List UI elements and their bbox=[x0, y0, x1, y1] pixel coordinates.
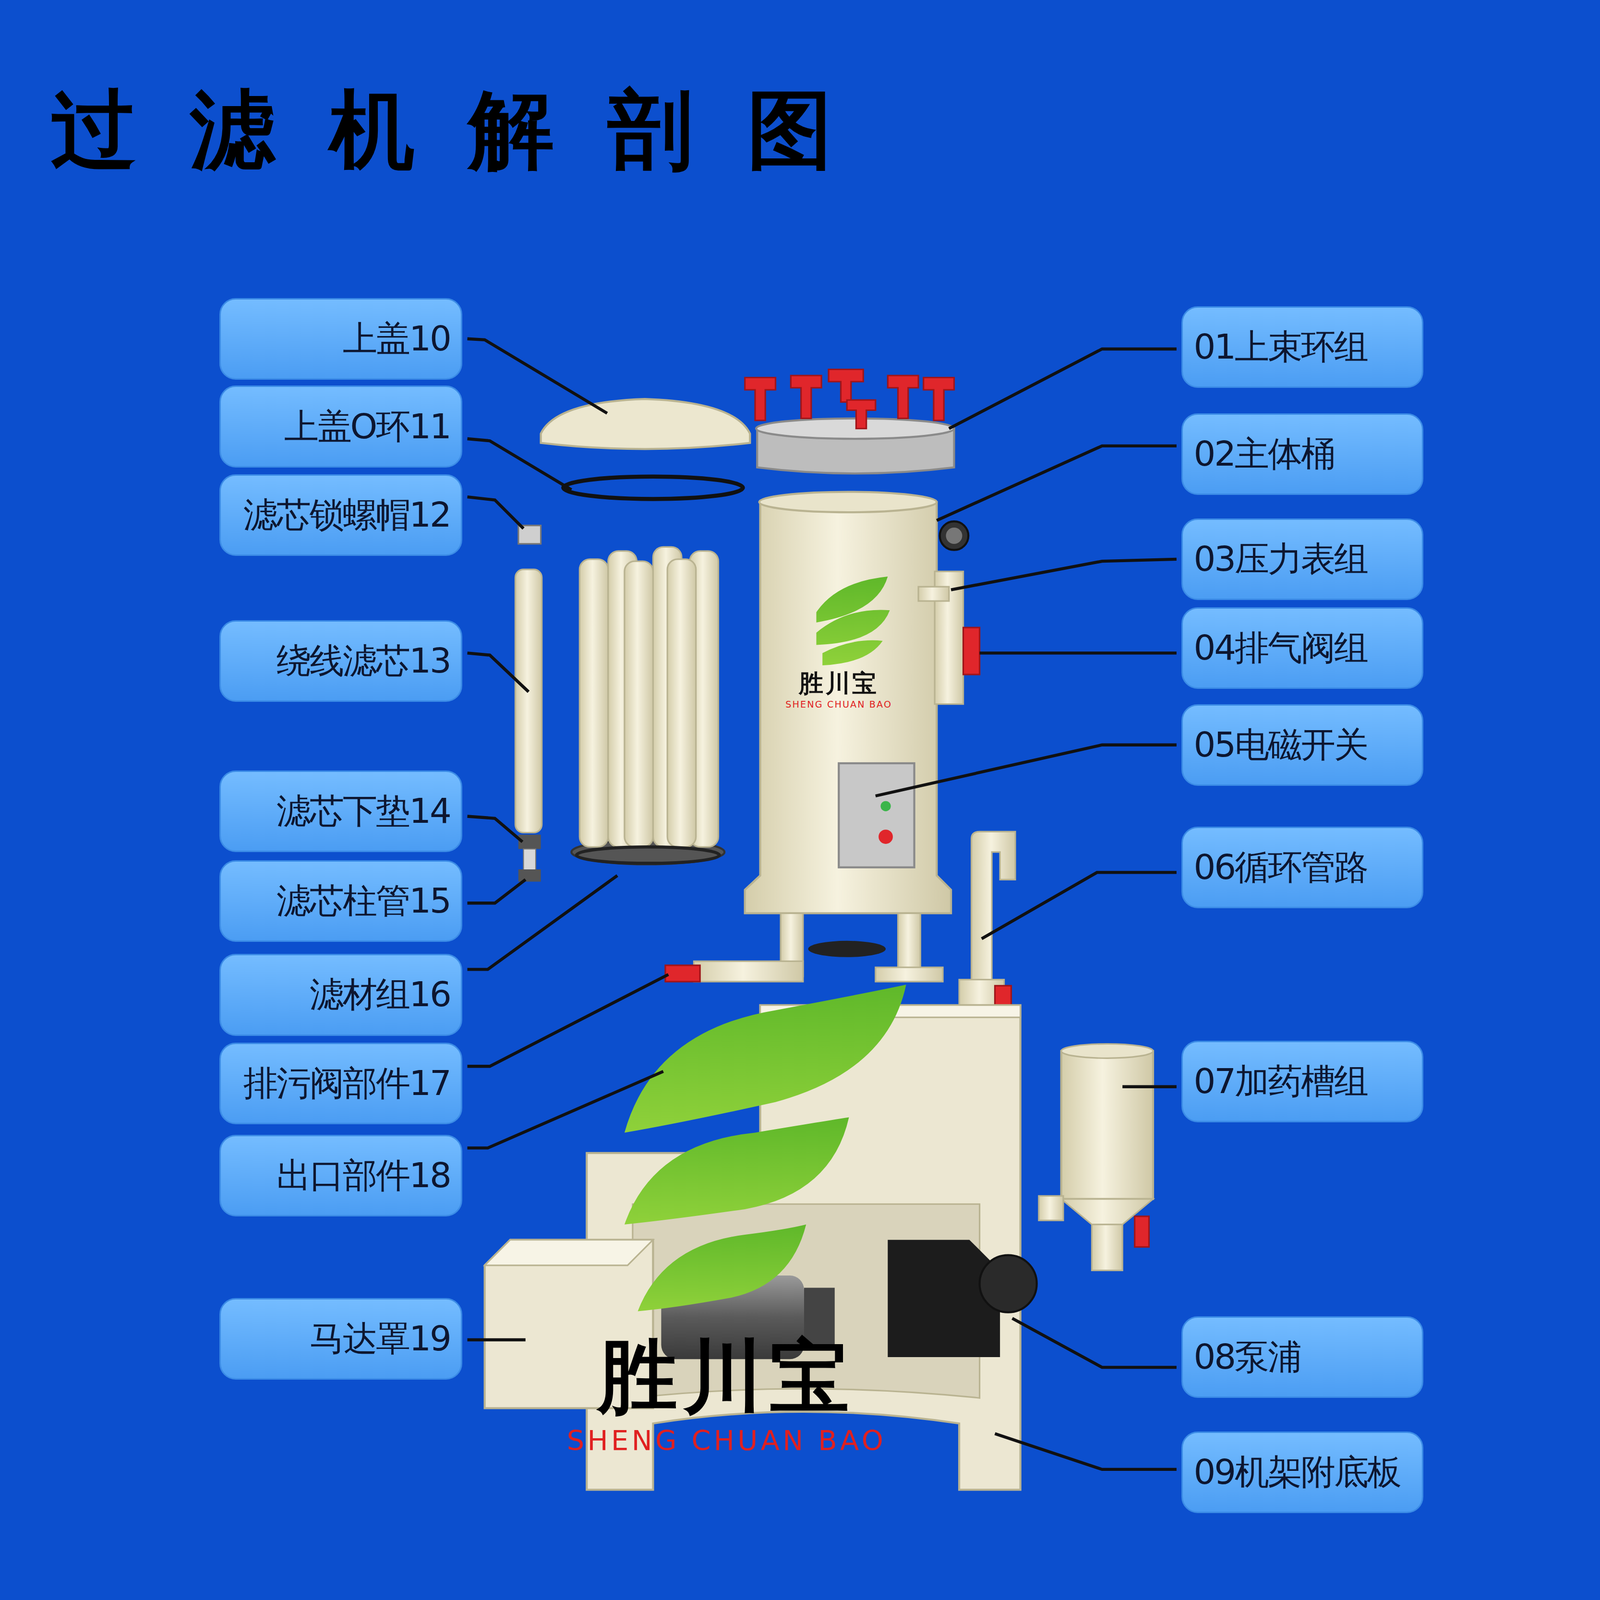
part-label: 滤芯柱管15 bbox=[276, 878, 451, 925]
part-label-box: 滤芯下垫14 bbox=[219, 770, 463, 853]
part-label-box: 08泵浦 bbox=[1181, 1316, 1424, 1398]
filter-cartridge-group bbox=[571, 546, 725, 865]
dosing-tank bbox=[1038, 1044, 1154, 1271]
part-label: 05电磁开关 bbox=[1193, 721, 1368, 769]
lid bbox=[541, 398, 751, 449]
part-label: 滤材组16 bbox=[309, 971, 451, 1018]
part-label: 06循环管路 bbox=[1193, 844, 1368, 891]
part-label: 上盖O环11 bbox=[284, 403, 451, 450]
clamp-ring bbox=[745, 369, 955, 474]
o-ring bbox=[563, 476, 743, 500]
part-label: 排污阀部件17 bbox=[243, 1060, 451, 1107]
part-label: 绕线滤芯13 bbox=[276, 637, 451, 685]
part-label-box: 07加药槽组 bbox=[1181, 1040, 1424, 1123]
part-label: 上盖10 bbox=[342, 315, 451, 362]
pressure-gauge bbox=[918, 521, 980, 704]
main-barrel bbox=[745, 492, 951, 914]
wound-cartridge bbox=[515, 569, 542, 882]
part-label-box: 09机架附底板 bbox=[1181, 1431, 1424, 1514]
logo-leaves bbox=[624, 984, 907, 1312]
part-label: 滤芯下垫14 bbox=[276, 788, 451, 835]
watermark: 胜川宝 bbox=[798, 667, 879, 701]
watermark: SHENG CHUAN BAO bbox=[566, 1424, 887, 1457]
part-label-box: 滤材组16 bbox=[219, 953, 463, 1036]
part-label-box: 上盖O环11 bbox=[219, 385, 463, 468]
part-label: 07加药槽组 bbox=[1193, 1058, 1368, 1105]
part-label-box: 03压力表组 bbox=[1181, 518, 1424, 601]
part-label: 04排气阀组 bbox=[1193, 625, 1368, 672]
part-label-box: 绕线滤芯13 bbox=[219, 620, 463, 702]
part-label-box: 马达罩19 bbox=[219, 1298, 463, 1380]
leader-lines bbox=[467, 338, 1177, 1470]
part-label-box: 出口部件18 bbox=[219, 1134, 463, 1217]
part-label: 01上束环组 bbox=[1193, 324, 1368, 371]
part-label-box: 06循环管路 bbox=[1181, 826, 1424, 909]
part-label-box: 05电磁开关 bbox=[1181, 704, 1424, 786]
part-label: 滤芯锁螺帽12 bbox=[243, 492, 451, 539]
part-label-box: 02主体桶 bbox=[1181, 413, 1424, 495]
watermark: SHENG CHUAN BAO bbox=[785, 698, 892, 710]
part-label: 08泵浦 bbox=[1193, 1334, 1301, 1381]
part-label-box: 上盖10 bbox=[219, 298, 463, 380]
part-label: 09机架附底板 bbox=[1193, 1449, 1401, 1496]
page-title: 过滤机解剖图 bbox=[50, 73, 887, 189]
part-label: 出口部件18 bbox=[276, 1152, 451, 1199]
part-label-box: 排污阀部件17 bbox=[219, 1042, 463, 1125]
part-label-box: 滤芯锁螺帽12 bbox=[219, 474, 463, 556]
watermark: 胜川宝 bbox=[597, 1323, 855, 1432]
gasket bbox=[808, 940, 887, 958]
drain-valve bbox=[665, 965, 700, 982]
part-label-box: 04排气阀组 bbox=[1181, 607, 1424, 689]
part-label: 02主体桶 bbox=[1193, 431, 1335, 478]
part-label: 03压力表组 bbox=[1193, 536, 1368, 583]
part-label-box: 滤芯柱管15 bbox=[219, 860, 463, 942]
part-label: 马达罩19 bbox=[309, 1315, 451, 1362]
part-label-box: 01上束环组 bbox=[1181, 306, 1424, 388]
